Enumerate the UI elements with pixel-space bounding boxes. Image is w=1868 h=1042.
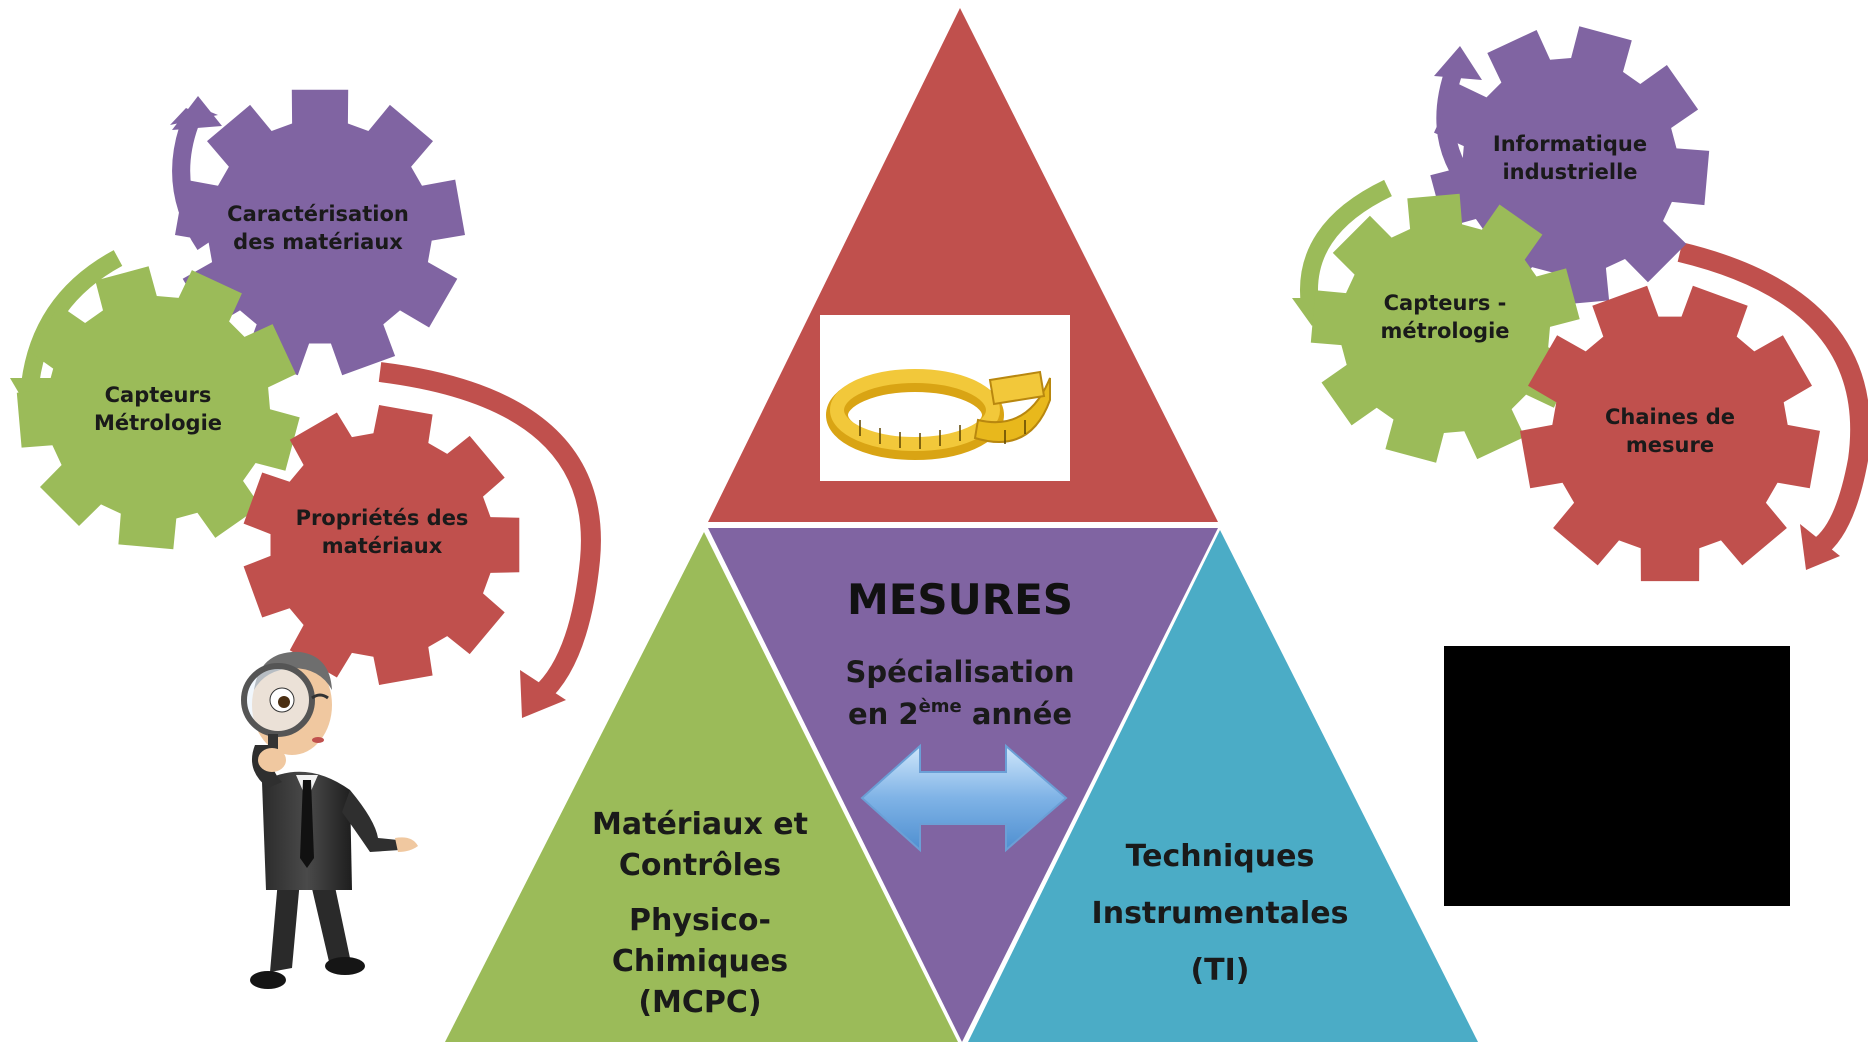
left-triangle-line5: (MCPC) xyxy=(638,985,761,1020)
center-subtitle-line1: Spécialisation xyxy=(845,655,1074,689)
right-purple-gear-line1: Informatique xyxy=(1493,132,1647,156)
left-green-gear-line1: Capteurs xyxy=(105,383,212,407)
right-red-arrow xyxy=(1677,242,1868,570)
right-green-gear-line2: métrologie xyxy=(1380,319,1509,343)
left-green-gear-line2: Métrologie xyxy=(94,411,222,435)
left-triangle-line2: Contrôles xyxy=(619,848,781,883)
left-green-gear xyxy=(16,266,300,550)
black-panel xyxy=(1444,646,1790,906)
right-triangle xyxy=(968,530,1478,1042)
right-triangle-line1: Techniques xyxy=(1126,839,1315,874)
left-red-arrow xyxy=(378,362,601,718)
left-red-gear-line2: matériaux xyxy=(322,534,443,558)
man-with-magnifying-glass-image xyxy=(241,651,418,989)
double-arrow-icon xyxy=(860,743,1068,853)
right-red-gear-line1: Chaines de xyxy=(1605,405,1735,429)
left-triangle-line4: Chimiques xyxy=(612,944,788,979)
right-red-gear xyxy=(1520,285,1820,582)
center-subtitle-line2: en 2ème année xyxy=(848,696,1072,731)
subtitle-part-b: année xyxy=(962,697,1072,731)
subtitle-superscript: ème xyxy=(919,696,962,717)
left-triangle xyxy=(445,532,958,1042)
right-green-gear-line1: Capteurs - xyxy=(1384,291,1507,315)
center-title: MESURES xyxy=(847,575,1073,624)
left-purple-gear-line1: Caractérisation xyxy=(227,202,409,226)
right-triangle-line3: (TI) xyxy=(1190,953,1249,988)
subtitle-part-a: en 2 xyxy=(848,697,919,731)
left-red-gear xyxy=(243,405,520,685)
measuring-tape-image xyxy=(820,315,1070,481)
left-triangle-line3: Physico- xyxy=(629,903,771,938)
left-purple-gear xyxy=(175,89,465,376)
right-red-gear-line2: mesure xyxy=(1626,433,1714,457)
right-purple-gear-line2: industrielle xyxy=(1502,160,1637,184)
left-triangle-line1: Matériaux et xyxy=(592,807,808,842)
left-red-gear-line1: Propriétés des xyxy=(296,506,469,530)
left-purple-gear-line2: des matériaux xyxy=(233,230,403,254)
right-green-gear xyxy=(1310,193,1580,463)
right-triangle-line2: Instrumentales xyxy=(1092,896,1349,931)
